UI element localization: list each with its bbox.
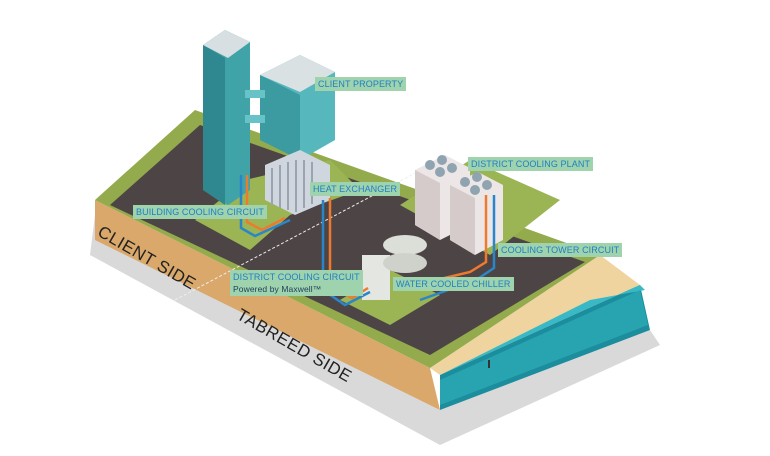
label-heat-exchanger: HEAT EXCHANGER <box>310 182 401 196</box>
sea-surface <box>440 290 648 405</box>
label-building-cooling-circuit: BUILDING COOLING CIRCUIT <box>133 205 267 219</box>
district-circuit-pipe-blue <box>321 200 371 307</box>
beach <box>430 255 640 375</box>
building-circuit-pipe-orange <box>245 175 286 232</box>
label-cooling-tower-circuit: COOLING TOWER CIRCUIT <box>498 243 623 257</box>
swimmer <box>488 360 490 368</box>
cooling-plant-building-2 <box>450 172 503 255</box>
powered-by-maxwell: Powered by Maxwell™ <box>233 284 322 294</box>
sand-front-face <box>95 200 440 410</box>
label-district-cooling-plant: DISTRICT COOLING PLANT <box>468 157 594 171</box>
skybridge <box>245 115 265 123</box>
client-tower-right <box>260 55 335 160</box>
heat-exchanger-unit <box>265 150 330 215</box>
skybridge <box>245 90 265 98</box>
district-cooling-circuit-title: DISTRICT COOLING CIRCUIT <box>233 272 360 282</box>
building-circuit-pipe-blue <box>239 175 291 238</box>
label-district-cooling-circuit: DISTRICT COOLING CIRCUIT Powered by Maxw… <box>230 270 363 296</box>
client-tower-tall <box>203 30 250 205</box>
label-client-property: CLIENT PROPERTY <box>315 77 407 91</box>
label-water-cooled-chiller: WATER COOLED CHILLER <box>393 277 514 291</box>
ground-shadow <box>90 215 660 445</box>
